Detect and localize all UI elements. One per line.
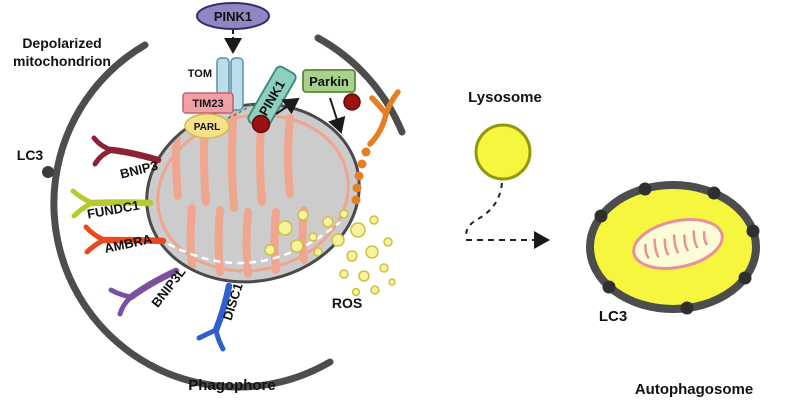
depolarized-label-line2: mitochondrion [13, 53, 111, 69]
autophagosome-body [586, 181, 760, 315]
parl-label: PARL [194, 122, 220, 133]
lc3-dot-left [42, 166, 54, 178]
pink1-to-parkin-arrow [275, 97, 300, 115]
parl-cleavage-dashed-line [227, 103, 253, 119]
parkin-box [302, 69, 356, 93]
parkin-down-arrow [328, 97, 346, 134]
receptor-ambra [83, 224, 167, 255]
mito-inner-vesicles [264, 209, 323, 257]
mitochondrion [145, 102, 361, 284]
ubiquitin-dot-pink1 [251, 114, 271, 134]
pink1-top-label: PINK1 [214, 9, 252, 24]
autophagosome-label: Autophagosome [635, 381, 753, 398]
receptor-bnip3 [91, 135, 162, 167]
orange-ubiquitin-chain [351, 147, 371, 205]
parl-enzyme [184, 113, 230, 139]
phagophore-arc-top-right [314, 34, 406, 136]
orange-receptor [367, 89, 401, 147]
mito-inner-dashed-line [157, 221, 341, 265]
ubiquitin-dot-parkin [343, 93, 361, 111]
lc3-left-label: LC3 [17, 147, 44, 163]
tom-label: TOM [188, 68, 212, 80]
lysosome-label: Lysosome [468, 89, 542, 106]
pink1-top-oval [196, 2, 270, 30]
phagophore-membrane [50, 34, 406, 391]
lysosome-body [474, 123, 532, 181]
parkin-label: Parkin [309, 74, 349, 89]
ros-bubbles [322, 209, 396, 297]
receptor-bnip3l [108, 267, 180, 317]
tim23-complex [182, 92, 234, 114]
lc3-right-label: LC3 [599, 308, 627, 325]
autophagosome-lc3-dots [594, 182, 760, 315]
depolarized-label-line1: Depolarized [22, 35, 101, 51]
lysosome-fusion-dashed-path [465, 182, 503, 237]
receptor-fundc1 [70, 188, 154, 219]
phagophore-label: Phagophore [188, 377, 276, 394]
receptor-ambra-label: AMBRA [103, 231, 154, 256]
mito-cristae [156, 104, 350, 278]
phagophore-arc-main [50, 41, 334, 391]
receptor-disc1 [196, 282, 233, 352]
tim23-label: TIM23 [192, 98, 223, 110]
ros-label: ROS [332, 295, 362, 311]
tom-channel-2 [230, 57, 244, 111]
engulfed-mitochondrion [632, 218, 724, 270]
